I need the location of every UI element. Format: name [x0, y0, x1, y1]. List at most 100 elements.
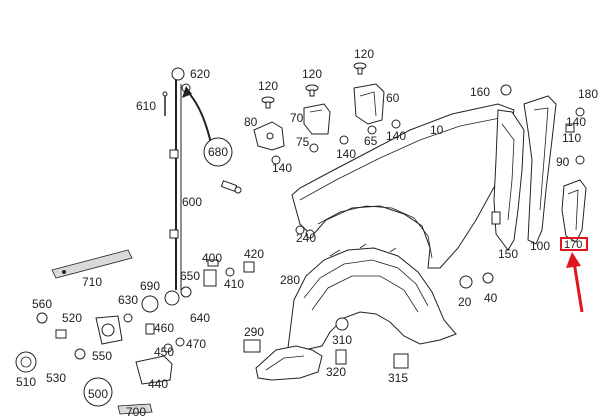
- callout-70: 70: [290, 111, 304, 125]
- callout-170: 170: [564, 239, 582, 251]
- bracket-170[interactable]: [561, 179, 587, 243]
- clip-120a[interactable]: [261, 96, 275, 109]
- callout-620: 620: [190, 67, 210, 81]
- callout-630: 630: [118, 293, 138, 307]
- arrow-680-icon: [182, 86, 213, 149]
- callout-610: 610: [136, 99, 156, 113]
- callout-110: 110: [562, 131, 581, 145]
- callout-240: 240: [296, 231, 316, 245]
- clip-140b[interactable]: [339, 135, 349, 145]
- callout-520: 520: [62, 311, 82, 325]
- callout-120-c: 120: [354, 47, 374, 61]
- bracket-70[interactable]: [303, 103, 331, 135]
- callout-470: 470: [186, 337, 206, 351]
- strip-710[interactable]: [51, 249, 133, 279]
- bracket-80[interactable]: [253, 121, 285, 151]
- detail-circle-680: [203, 137, 233, 167]
- clip-120c[interactable]: [353, 62, 367, 75]
- clip-90[interactable]: [575, 155, 585, 165]
- clip-110[interactable]: [565, 123, 575, 133]
- callout-710: 710: [82, 275, 102, 289]
- clip-65[interactable]: [367, 125, 377, 135]
- callout-160: 160: [470, 85, 490, 99]
- callout-20: 20: [458, 295, 472, 309]
- clip-140c[interactable]: [391, 119, 401, 129]
- callout-690: 690: [140, 279, 160, 293]
- clip-160[interactable]: [500, 84, 512, 96]
- callout-650: 650: [180, 269, 200, 283]
- pin-610[interactable]: [162, 91, 168, 116]
- liner-lower-section[interactable]: [255, 345, 323, 381]
- bracket-440[interactable]: [135, 355, 173, 385]
- clip-180[interactable]: [575, 107, 585, 117]
- clip-315[interactable]: [393, 353, 409, 369]
- callout-100: 100: [530, 239, 550, 253]
- callout-90: 90: [556, 155, 570, 169]
- callout-60: 60: [386, 91, 400, 105]
- washer-690[interactable]: [141, 295, 159, 313]
- bolt-40[interactable]: [482, 272, 494, 284]
- plate-700[interactable]: [117, 403, 153, 415]
- clip-450[interactable]: [163, 343, 173, 353]
- clip-650[interactable]: [203, 269, 217, 287]
- clip-310[interactable]: [335, 317, 349, 331]
- clip-460[interactable]: [145, 323, 155, 335]
- clip-290[interactable]: [243, 339, 261, 353]
- support-rod-600[interactable]: [164, 67, 185, 306]
- callout-120-b: 120: [302, 67, 322, 81]
- callout-140-d: 140: [566, 115, 586, 129]
- wheel-arch-liner[interactable]: [287, 243, 457, 351]
- grommet-510[interactable]: [15, 351, 37, 373]
- washer-630[interactable]: [123, 313, 133, 323]
- clip-400[interactable]: [207, 259, 219, 267]
- fender-panel[interactable]: [291, 103, 515, 269]
- callout-315: 315: [388, 371, 408, 385]
- callout-65: 65: [364, 134, 378, 148]
- callout-320: 320: [326, 365, 346, 379]
- clip-640[interactable]: [180, 286, 192, 298]
- callout-10: 10: [430, 123, 444, 137]
- circle-500[interactable]: [83, 377, 113, 407]
- clip-140a[interactable]: [271, 155, 281, 165]
- callout-510: 510: [16, 375, 36, 389]
- callout-460: 460: [154, 321, 174, 335]
- bracket-60[interactable]: [353, 83, 385, 125]
- callout-75: 75: [296, 135, 310, 149]
- clip-410[interactable]: [225, 267, 235, 277]
- pin-320[interactable]: [335, 349, 347, 365]
- callout-500: 500: [88, 387, 108, 401]
- callout-550: 550: [92, 349, 112, 363]
- clip-560[interactable]: [36, 312, 48, 324]
- fender-bracket-150[interactable]: [491, 109, 525, 251]
- fender-bracket-100[interactable]: [523, 95, 557, 245]
- callout-40: 40: [484, 291, 498, 305]
- callout-600: 600: [182, 195, 202, 209]
- clip-470[interactable]: [175, 337, 185, 347]
- callout-700: 700: [126, 405, 146, 417]
- callout-140-c: 140: [386, 129, 406, 143]
- callout-140-a: 140: [272, 161, 292, 175]
- callout-680: 680: [208, 145, 228, 159]
- callout-150: 150: [498, 247, 518, 261]
- clip-420[interactable]: [243, 261, 255, 273]
- callout-280: 280: [280, 273, 300, 287]
- highlight-box-170: [560, 237, 588, 251]
- callout-180: 180: [578, 87, 598, 101]
- callout-530: 530: [46, 371, 66, 385]
- clip-120b[interactable]: [305, 84, 319, 97]
- highlight-arrow-icon: [566, 252, 584, 313]
- bolt-600[interactable]: [220, 180, 242, 194]
- callout-290: 290: [244, 325, 264, 339]
- callout-140-b: 140: [336, 147, 356, 161]
- callout-450: 450: [154, 345, 174, 359]
- grommet-530[interactable]: [95, 315, 123, 345]
- clip-550[interactable]: [74, 348, 86, 360]
- callout-410: 410: [224, 277, 244, 291]
- clip-20[interactable]: [459, 275, 473, 289]
- callout-560: 560: [32, 297, 52, 311]
- clip-75[interactable]: [309, 143, 319, 153]
- callout-440: 440: [148, 377, 168, 391]
- clip-520[interactable]: [55, 329, 67, 339]
- callout-400: 400: [202, 251, 222, 265]
